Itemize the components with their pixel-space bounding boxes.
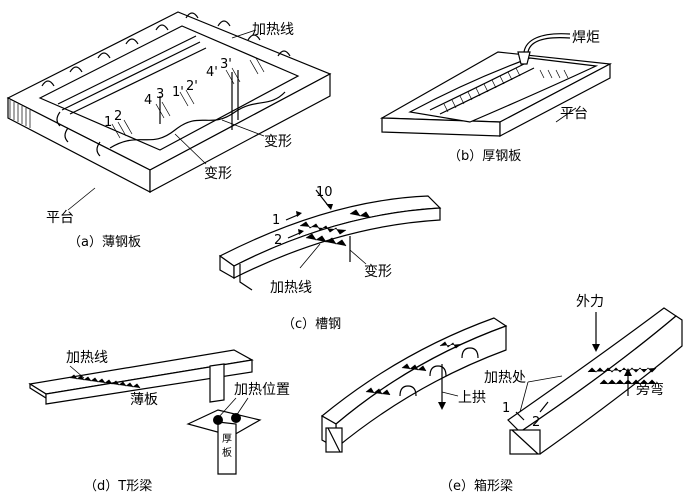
num-2-e: 2 [532, 415, 540, 430]
clamps [41, 12, 291, 157]
label-external-force: 外力 [576, 294, 604, 310]
panel-e-box-beams: 上拱 外力 加热处 旁弯 1 2 （e）箱形梁 [320, 294, 683, 494]
box-beam-right-side [519, 315, 683, 455]
label-thick-plate-1: 厚 [222, 433, 232, 445]
platform-a-side [149, 73, 331, 193]
torch-hose [523, 33, 571, 53]
num-1-e: 1 [502, 401, 510, 416]
label-platform-b: 平台 [560, 106, 588, 122]
label-upward-arch: 上拱 [458, 390, 486, 406]
label-side-bend: 旁弯 [636, 381, 664, 398]
num-1-a: 1 [104, 115, 112, 130]
label-deform-a1: 变形 [264, 134, 292, 150]
label-heating-line-d: 加热线 [66, 350, 108, 366]
num-1-c: 1 [272, 213, 280, 228]
panel-b-thick-plate: 焊炬 平台 （b）厚钢板 [379, 30, 613, 164]
num-4p-a: 4' [206, 65, 218, 80]
caption-d: （d）T形梁 [84, 479, 152, 494]
num-2p-a: 2' [186, 79, 198, 94]
caption-b: （b）厚钢板 [448, 149, 521, 164]
caption-e: （e）箱形梁 [440, 478, 513, 494]
label-platform-a: 平台 [46, 210, 74, 226]
num-4-a: 4 [144, 93, 152, 108]
num-1p-a: 1' [172, 85, 184, 100]
label-heating-line-a: 加热线 [252, 22, 294, 38]
torch-head [517, 51, 531, 65]
thin-steel-plate [38, 25, 300, 151]
panel-d-tbeam: 加热线 薄板 加热位置 厚 板 （d）T形梁 [28, 349, 290, 494]
box-beam-left-side [335, 325, 507, 450]
label-heating-position: 加热位置 [234, 382, 290, 398]
label-thick-plate-2: 板 [222, 446, 232, 459]
num-3p-a: 3' [220, 57, 232, 72]
panel-a-thin-plate: 加热线 变形 变形 平台 1 2 4 3 1' 2' 4' 3' （a）薄钢板 [6, 11, 332, 250]
label-heating-line-c: 加热线 [270, 280, 312, 296]
tbeam-web [209, 363, 225, 403]
num-3-a: 3 [156, 87, 164, 102]
channel-web [233, 207, 441, 279]
num-2-c: 2 [274, 233, 282, 248]
num-10-c: 10 [316, 185, 333, 200]
label-deform-c: 变形 [364, 264, 392, 280]
num-2-a: 2 [114, 109, 122, 124]
tbeam-section-web [217, 421, 237, 475]
panel-c-channel: 10 1 2 变形 加热线 （c）槽钢 [218, 185, 442, 332]
label-deform-a2: 变形 [204, 166, 232, 182]
deformation-wave [109, 91, 286, 149]
caption-a: （a）薄钢板 [68, 235, 141, 250]
caption-c: （c）槽钢 [282, 317, 341, 332]
label-heating-spot: 加热处 [484, 370, 526, 386]
label-torch: 焊炬 [572, 30, 600, 46]
platform-b-side [499, 63, 611, 137]
label-thin-plate: 薄板 [130, 392, 158, 408]
